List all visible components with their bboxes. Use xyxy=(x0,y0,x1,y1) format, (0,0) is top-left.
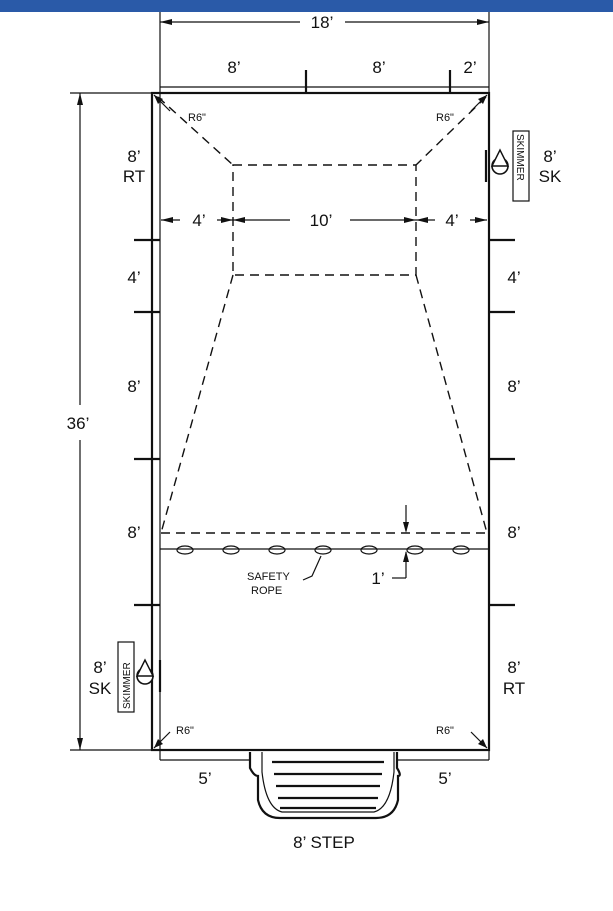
left-seg-5-tag: SK xyxy=(89,679,112,698)
right-seg-1-label: 8’ xyxy=(543,147,556,166)
step-left-label: 5’ xyxy=(198,769,211,788)
top-right-segment-label: 2’ xyxy=(463,58,476,77)
right-side-dimensions: 8’ SK 4’ 8’ 8’ 8’ RT xyxy=(489,147,562,698)
radius-label-top-right: R6" xyxy=(436,112,454,124)
left-seg-1-label: 8’ xyxy=(127,147,140,166)
left-seg-5-label: 8’ xyxy=(93,658,106,677)
deep-end-hopper xyxy=(157,96,488,534)
radius-label-bottom-right: R6" xyxy=(436,725,454,737)
left-seg-4-label: 8’ xyxy=(127,523,140,542)
top-mid-segment-label: 8’ xyxy=(372,58,385,77)
deep-right-label: 4’ xyxy=(445,211,458,230)
left-seg-3-label: 8’ xyxy=(127,377,140,396)
safety-rope-label-line1: SAFETY xyxy=(247,571,290,583)
right-seg-5-label: 8’ xyxy=(507,658,520,677)
skimmer-label-top-right: SKIMMER xyxy=(514,134,525,181)
skimmer-label-bottom-left: SKIMMER xyxy=(122,662,133,709)
safety-rope: SAFETY ROPE xyxy=(160,545,489,597)
deep-width-dimension: 4’ 10’ 4’ xyxy=(161,211,487,230)
radius-label-bottom-left: R6" xyxy=(176,725,194,737)
pool-step: 5’ 5’ 8’ STEP xyxy=(198,752,452,852)
pool-outline xyxy=(150,91,491,761)
left-side-dimensions: 8’ RT 4’ 8’ 8’ 8’ SK xyxy=(89,147,160,698)
header-bar xyxy=(0,0,613,12)
overall-width-dimension: 18’ xyxy=(159,12,490,92)
rope-offset-label: 1’ xyxy=(371,569,384,588)
top-segment-dimension: 8’ 8’ 2’ xyxy=(160,58,489,94)
rope-offset-dimension: 1’ xyxy=(371,505,409,588)
right-seg-4-label: 8’ xyxy=(507,523,520,542)
left-seg-1-tag: RT xyxy=(123,167,145,186)
right-seg-1-tag: SK xyxy=(539,167,562,186)
left-seg-2-label: 4’ xyxy=(127,268,140,287)
skimmer-bottom-left: SKIMMER xyxy=(117,641,162,713)
overall-length-label: 36’ xyxy=(67,414,90,433)
safety-rope-label-line2: ROPE xyxy=(251,585,282,597)
overall-length-dimension: 36’ xyxy=(67,92,152,751)
right-seg-3-label: 8’ xyxy=(507,377,520,396)
skimmer-top-right: SKIMMER xyxy=(484,130,530,202)
overall-width-label: 18’ xyxy=(311,13,334,32)
radius-label-top-left: R6" xyxy=(188,112,206,124)
deep-left-label: 4’ xyxy=(192,211,205,230)
right-seg-2-label: 4’ xyxy=(507,268,520,287)
deep-mid-label: 10’ xyxy=(310,211,333,230)
step-right-label: 5’ xyxy=(438,769,451,788)
corner-radius-markers: R6" R6" R6" R6" xyxy=(153,94,488,749)
right-seg-5-tag: RT xyxy=(503,679,525,698)
step-label: 8’ STEP xyxy=(293,833,355,852)
top-left-segment-label: 8’ xyxy=(227,58,240,77)
